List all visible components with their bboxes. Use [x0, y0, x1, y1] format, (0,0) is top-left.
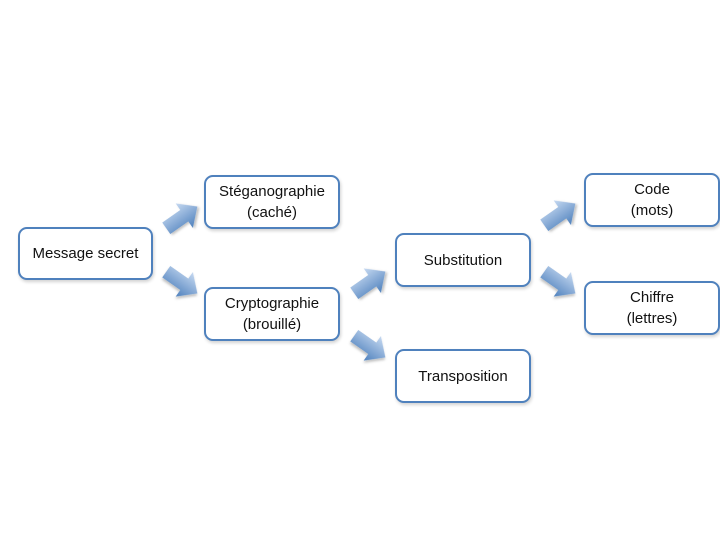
node-transposition-label: Transposition — [418, 367, 508, 385]
node-substitution: Substitution — [395, 233, 531, 287]
node-cryptographie: Cryptographie (brouillé) — [204, 287, 340, 341]
node-cryptographie-sublabel: (brouillé) — [242, 316, 302, 333]
node-substitution-label: Substitution — [423, 251, 503, 269]
node-steganographie-label: Stéganographie — [219, 183, 325, 200]
node-chiffre-label: Chiffre — [630, 289, 674, 306]
arrow-message-to-cryptographie — [162, 265, 198, 297]
node-chiffre: Chiffre (lettres) — [584, 281, 720, 335]
node-steganographie-sublabel: (caché) — [246, 204, 298, 221]
arrow-cryptographie-to-transposition — [350, 329, 386, 361]
node-code-label: Code — [634, 181, 670, 198]
node-code-sublabel: (mots) — [630, 202, 674, 219]
node-chiffre-sublabel: (lettres) — [626, 310, 678, 327]
node-steganographie: Stéganographie (caché) — [204, 175, 340, 229]
node-message-secret: Message secret — [18, 227, 153, 280]
arrow-message-to-steganographie — [162, 203, 198, 235]
node-code: Code (mots) — [584, 173, 720, 227]
arrow-cryptographie-to-substitution — [350, 268, 386, 300]
node-message-secret-label: Message secret — [32, 245, 139, 262]
node-transposition: Transposition — [395, 349, 531, 403]
arrow-substitution-to-chiffre — [540, 265, 576, 297]
arrow-substitution-to-code — [540, 200, 576, 232]
node-cryptographie-label: Cryptographie — [224, 295, 320, 312]
